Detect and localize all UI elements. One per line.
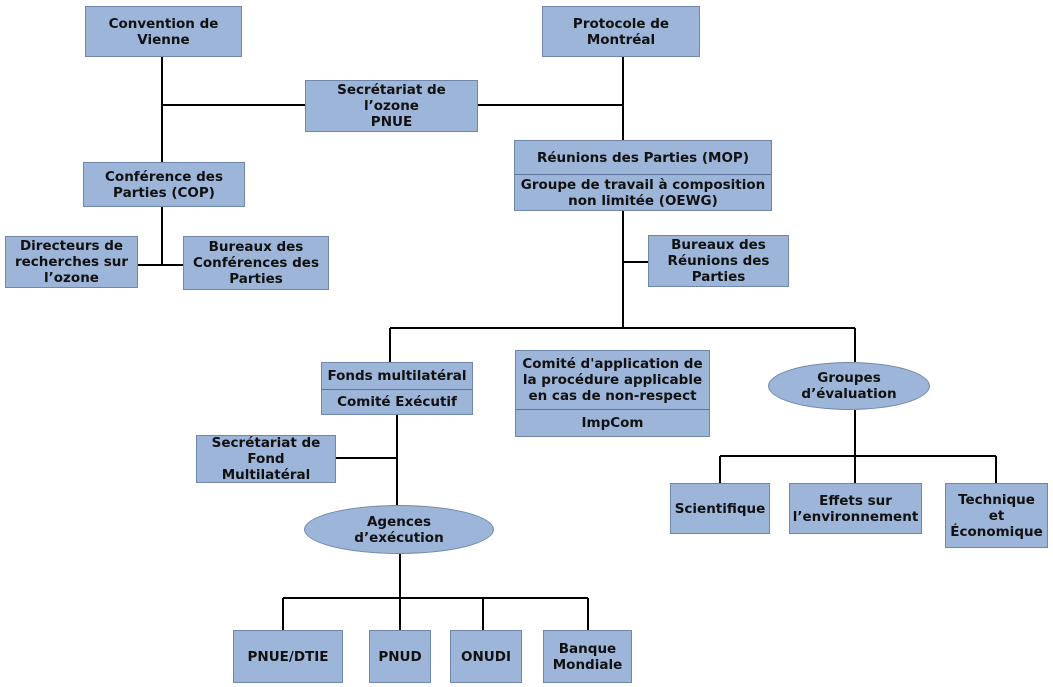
unido-label: ONUDI [461, 648, 511, 665]
oewg-label: Groupe de travail à composition non limi… [520, 176, 766, 209]
scientific-label: Scientifique [674, 500, 766, 517]
mop-label: Réunions des Parties (MOP) [537, 149, 749, 166]
multilateral-fund-cell: Fonds multilatéral [322, 363, 472, 389]
environmental-effects-box: Effets sur l’environnement [789, 483, 922, 534]
ozone-secretariat-label: Secrétariat de l’ozone PNUE [337, 82, 446, 130]
implementing-agencies-ellipse: Agences d’exécution [304, 505, 494, 554]
executive-committee-label: Comité Exécutif [337, 394, 457, 410]
assessment-panels-ellipse: Groupes d’évaluation [768, 362, 930, 410]
scientific-box: Scientifique [670, 483, 770, 534]
mop-bureau-label: Bureaux des Réunions des Parties [667, 237, 770, 285]
mop-cell: Réunions des Parties (MOP) [515, 141, 771, 174]
unep-dtie-label: PNUE/DTIE [247, 648, 329, 665]
implementation-committee-cell: Comité d'application de la procédure app… [516, 351, 709, 409]
mop-bureau-box: Bureaux des Réunions des Parties [648, 235, 789, 287]
fund-secretariat-box: Secrétariat de Fond Multilatéral [196, 435, 336, 483]
unep-dtie-box: PNUE/DTIE [233, 630, 343, 683]
cop-bureau-label: Bureaux des Conférences des Parties [193, 239, 319, 287]
assessment-panels-label: Groupes d’évaluation [801, 370, 897, 402]
implementing-agencies-label: Agences d’exécution [354, 513, 444, 546]
mop-oewg-box: Réunions des Parties (MOP) Groupe de tra… [514, 140, 772, 211]
unido-box: ONUDI [450, 630, 522, 683]
vienna-convention-label: Convention de Vienne [108, 15, 219, 48]
multilateral-fund-label: Fonds multilatéral [327, 368, 467, 384]
ozone-secretariat-box: Secrétariat de l’ozone PNUE [305, 80, 478, 132]
fund-secretariat-label: Secrétariat de Fond Multilatéral [211, 435, 321, 483]
cop-bureau-box: Bureaux des Conférences des Parties [183, 236, 329, 290]
cop-label: Conférence des Parties (COP) [105, 168, 223, 201]
undp-label: PNUD [378, 648, 422, 665]
ozone-research-managers-box: Directeurs de recherches sur l’ozone [5, 236, 138, 288]
implementation-committee-box: Comité d'application de la procédure app… [515, 350, 710, 437]
ozone-research-managers-label: Directeurs de recherches sur l’ozone [14, 238, 129, 286]
oewg-cell: Groupe de travail à composition non limi… [515, 174, 771, 210]
montreal-protocol-box: Protocole de Montréal [542, 6, 700, 57]
technology-economic-box: Technique et Économique [945, 483, 1048, 548]
multilateral-fund-box: Fonds multilatéral Comité Exécutif [321, 362, 473, 415]
vienna-convention-box: Convention de Vienne [85, 6, 242, 57]
impcom-label: ImpCom [581, 415, 644, 431]
montreal-protocol-label: Protocole de Montréal [572, 15, 670, 48]
cop-box: Conférence des Parties (COP) [83, 162, 245, 207]
undp-box: PNUD [369, 630, 431, 683]
impcom-cell: ImpCom [516, 409, 709, 436]
executive-committee-cell: Comité Exécutif [322, 389, 472, 414]
world-bank-box: Banque Mondiale [543, 630, 632, 683]
implementation-committee-label: Comité d'application de la procédure app… [522, 356, 703, 404]
environmental-effects-label: Effets sur l’environnement [792, 492, 919, 525]
technology-economic-label: Technique et Économique [950, 491, 1043, 540]
world-bank-label: Banque Mondiale [552, 640, 623, 673]
